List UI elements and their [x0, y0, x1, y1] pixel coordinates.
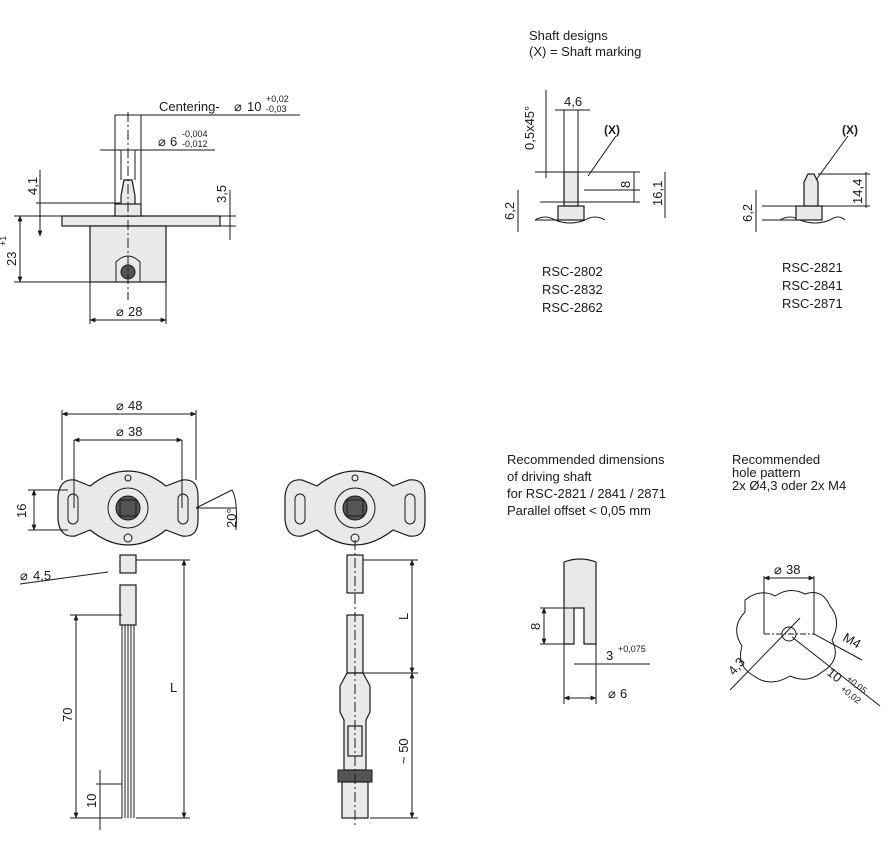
shaft-marking-label: (X)	[604, 123, 620, 137]
dim-70: 70	[60, 708, 75, 722]
dim-38: 38	[786, 562, 800, 577]
dim-6-2: 6,2	[502, 202, 517, 220]
diameter-icon: ⌀	[20, 568, 28, 583]
diameter-icon: ⌀	[774, 562, 782, 577]
dim-20-deg: 20°	[224, 508, 239, 528]
driving-shaft-note-line: Recommended dimensions	[507, 452, 665, 467]
diameter-icon: ⌀	[116, 424, 124, 439]
dim-chamfer: 0,5x45°	[522, 106, 537, 150]
dim-50: ~ 50	[396, 738, 411, 764]
flange-outline	[61, 215, 221, 227]
hole-pattern-note-line: 2x Ø4,3 oder 2x M4	[732, 478, 847, 493]
dim-4-1: 4,1	[25, 177, 40, 195]
dim-3: 3	[606, 648, 613, 663]
shaft-marking-label: (X)	[842, 123, 858, 137]
dim-L: L	[396, 613, 411, 620]
dim-16-1: 16,1	[650, 181, 665, 206]
diameter-icon: ⌀	[116, 304, 124, 319]
hole-pattern-note-line: hole pattern	[732, 465, 801, 480]
dim-38: 38	[128, 424, 142, 439]
shaft-designs-title: Shaft designs	[529, 28, 608, 43]
dim-48: 48	[128, 398, 142, 413]
dim-10: 10	[84, 794, 99, 808]
hole-pattern: ⌀ 38 4,3 10 +0,05 +0,02 M4	[725, 562, 881, 707]
model-list-2-item: RSC-2871	[782, 296, 843, 311]
model-list-1-item: RSC-2862	[542, 300, 603, 315]
model-list-2-item: RSC-2841	[782, 278, 843, 293]
diameter-icon: ⌀	[116, 398, 124, 413]
dim-4-5: 4,5	[33, 568, 51, 583]
shaft-tol-upper: -0,004	[182, 129, 208, 139]
centering-tol-upper: +0,02	[266, 94, 289, 104]
top-view-connector: L ~ 50	[284, 470, 426, 826]
driving-shaft-note-line: of driving shaft	[507, 469, 592, 484]
driving-shaft-note-line: for RSC-2821 / 2841 / 2871	[507, 486, 666, 501]
top-view-cable: ⌀ 48 ⌀ 38 16 20° ⌀ 4,5 70 10 L	[14, 398, 239, 830]
shaft-design-1: 4,6 0,5x45° (X) 8 16,1 6,2	[502, 90, 666, 232]
diameter-icon: ⌀	[608, 686, 616, 701]
model-list-1-item: RSC-2832	[542, 282, 603, 297]
dim-L: L	[170, 680, 177, 695]
hole-pattern-note-line: Recommended	[732, 452, 821, 467]
m4-label: M4	[841, 630, 864, 652]
dim-16: 16	[14, 504, 29, 518]
dim-6: 6	[620, 686, 627, 701]
shaft-design-2: (X) 14,4 6,2	[740, 123, 870, 232]
diameter-icon: ⌀	[158, 134, 166, 149]
shaft-tol-lower: -0,012	[182, 139, 208, 149]
driving-shaft-note-line: Parallel offset < 0,05 mm	[507, 503, 651, 518]
centering-label: Centering-	[159, 99, 220, 114]
dim-3-tol: +0,075	[618, 644, 646, 654]
dim-3-5: 3,5	[214, 185, 229, 203]
dim-6-2: 6,2	[740, 204, 755, 222]
dim-4-6: 4,6	[564, 94, 582, 109]
centering-dia: 10	[247, 99, 261, 114]
dim-4-3: 4,3	[725, 654, 748, 677]
dim-8: 8	[528, 623, 543, 630]
dim-8: 8	[618, 181, 633, 188]
model-list-1-item: RSC-2802	[542, 264, 603, 279]
model-list-2-item: RSC-2821	[782, 260, 843, 275]
dim-23-tol: +1	[0, 236, 8, 246]
centering-tol-lower: -0,03	[266, 104, 287, 114]
shaft-designs-subtitle: (X) = Shaft marking	[529, 44, 642, 59]
side-view: Centering- ⌀ 10 +0,02 -0,03 ⌀ 6 -0,004 -…	[0, 94, 300, 324]
dim-23: 23	[4, 252, 19, 266]
driving-shaft: ⌀ 6 8 3 +0,075	[528, 558, 650, 704]
diameter-icon: ⌀	[234, 99, 242, 114]
dim-14-4: 14,4	[850, 179, 865, 204]
dim-28: 28	[128, 304, 142, 319]
shaft-dia: 6	[170, 134, 177, 149]
